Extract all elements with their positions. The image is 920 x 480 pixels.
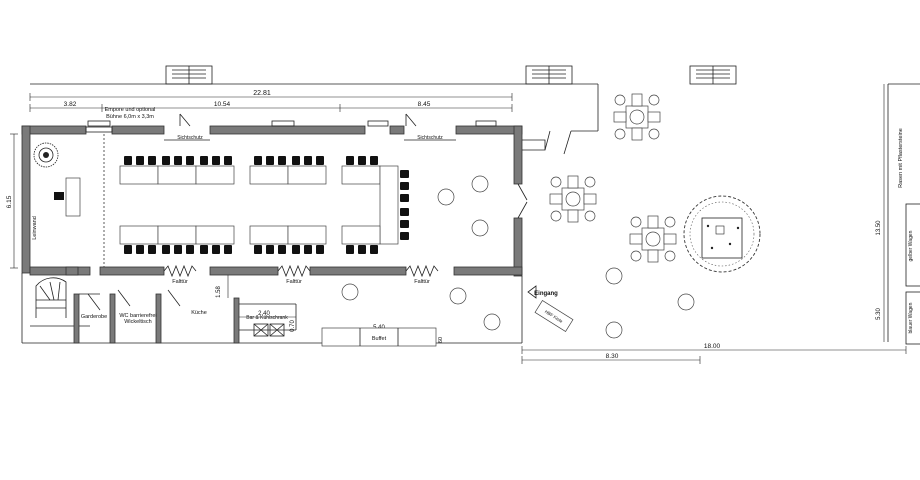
screen-label: Leinwand <box>32 216 38 240</box>
terrace-object: HBF Kiste <box>534 300 574 332</box>
dim-kitchen-counter: 2.40 <box>258 311 270 317</box>
folding-door-3-label: Falttür <box>414 279 430 285</box>
west-wall <box>21 125 31 274</box>
folding-door-3[interactable]: Falttür <box>405 264 439 285</box>
privacy-screen-right-label: Sichtschutz <box>417 135 443 141</box>
stage-note: Empore und optional Bühne 6,0m x 3,3m <box>105 107 156 120</box>
top-dimension-total: 22.81 <box>29 90 513 101</box>
tree <box>683 195 761 273</box>
wagon-blue-label: blauer Wagen <box>908 302 914 333</box>
stage-note-line1: Empore und optional <box>105 107 156 113</box>
dim-total-width: 22.81 <box>253 90 271 97</box>
terrace-cocktail-tables <box>605 267 695 339</box>
banquet-tables <box>119 165 399 245</box>
lower-outline <box>21 273 523 344</box>
dim-counter-depth: 0.70 <box>290 320 296 332</box>
bar-label: Bar & Kühlschrank <box>246 315 288 321</box>
top-dimension-segments: 3.82 10.54 8.45 <box>29 101 513 112</box>
dim-buffet-depth: 60 <box>438 337 444 343</box>
cloakroom-label: Garderobe <box>81 314 107 320</box>
roof-vent-1 <box>165 65 213 85</box>
left-dimension: 6.15 <box>6 133 18 269</box>
terrace-table-2 <box>549 175 597 223</box>
entrance-label: Eingang <box>534 291 558 297</box>
buffet: 5.40 Buffet 60 <box>321 325 444 347</box>
kitchen: Küche 1.58 2.40 0.70 <box>167 275 297 344</box>
dim-room-depth: 6.15 <box>6 195 13 208</box>
folding-door-1-label: Falttür <box>172 279 188 285</box>
wagon-yellow-label: gelber Wagen <box>908 230 914 261</box>
dim-kitchen-step: 1.58 <box>216 286 222 298</box>
lawn-border-label: Rasen mit Pflastersteine <box>898 128 904 188</box>
folding-door-2-label: Falttür <box>286 279 302 285</box>
east-door[interactable] <box>517 183 528 219</box>
lawn-border: Rasen mit Pflastersteine <box>887 84 904 342</box>
right-dimension-bottom: 5.30 <box>876 284 885 342</box>
dim-right-segment: 8.45 <box>418 101 431 108</box>
stage-note-line2: Bühne 6,0m x 3,3m <box>106 114 154 120</box>
right-dimension-top: 13.50 <box>876 84 885 284</box>
dim-terrace-width: 18.00 <box>704 343 721 350</box>
entrance[interactable]: Eingang <box>527 285 558 299</box>
bottom-dimension-terrace: 18.00 <box>521 343 907 354</box>
cloakroom: Garderobe <box>73 293 116 344</box>
south-wall <box>29 266 523 276</box>
folding-door-1[interactable]: Falttür <box>163 264 197 285</box>
privacy-screen-right: Sichtschutz <box>404 113 456 141</box>
stage-round-table <box>33 142 59 168</box>
wc-label-line1: WC barrierefrei <box>119 313 156 319</box>
north-windows <box>85 120 497 133</box>
roof-vent-2 <box>525 65 573 85</box>
kitchen-label: Küche <box>191 310 207 316</box>
bottom-dimension-partial: 8.30 <box>521 353 701 364</box>
staircase <box>35 266 79 318</box>
roof-line <box>30 83 920 87</box>
roof-vent-3 <box>689 65 737 85</box>
dim-left-segment: 3.82 <box>64 101 77 108</box>
terrace-wall <box>522 87 599 155</box>
terrace-table-3 <box>629 215 677 263</box>
buffet-label: Buffet <box>372 336 387 342</box>
banquet-chairs <box>124 156 409 254</box>
hall-cocktail-tables <box>437 175 489 237</box>
dim-middle-segment: 10.54 <box>214 101 231 108</box>
east-wall <box>513 125 523 277</box>
folding-door-2[interactable]: Falttür <box>277 264 311 285</box>
dim-right-depth-top: 13.50 <box>876 220 882 236</box>
wagon-blue: blauer Wagen <box>905 291 920 345</box>
wc-label-line2: Wickeltisch <box>124 319 152 325</box>
lower-cocktail-tables <box>341 283 501 331</box>
bar-fridge: Bar & Kühlschrank <box>246 315 288 337</box>
wc-room: WC barrierefrei Wickeltisch <box>117 289 162 344</box>
lectern <box>54 177 81 217</box>
privacy-screen-left: Sichtschutz <box>164 113 210 141</box>
dim-terrace-partial: 8.30 <box>606 353 619 360</box>
wagon-yellow: gelber Wagen <box>905 203 920 287</box>
dim-right-depth-bottom: 5.30 <box>876 308 882 320</box>
privacy-screen-left-label: Sichtschutz <box>177 135 203 141</box>
terrace-table-1 <box>613 93 661 141</box>
